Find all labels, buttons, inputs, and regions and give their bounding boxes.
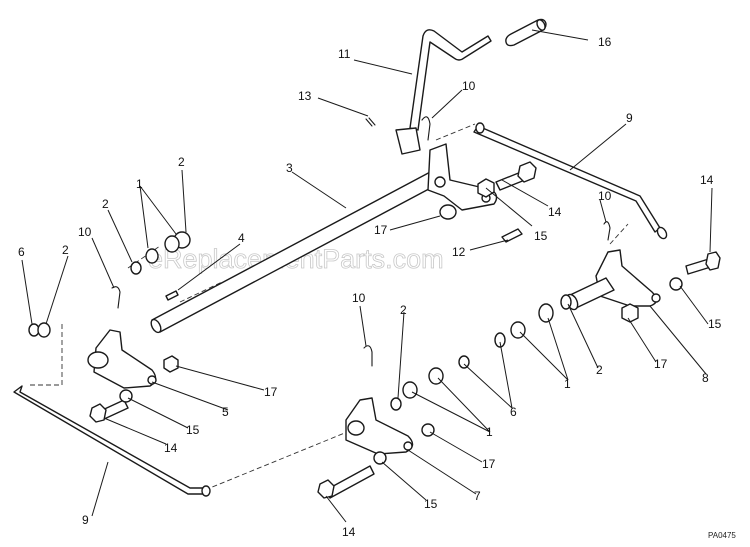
callout-3: 3 bbox=[286, 161, 293, 175]
callout-10: 10 bbox=[462, 79, 476, 93]
callout-16: 16 bbox=[598, 35, 612, 49]
left-upper-washers bbox=[130, 231, 191, 275]
callout-15: 15 bbox=[424, 497, 438, 511]
callout-13: 13 bbox=[298, 89, 312, 103]
callout-1: 1 bbox=[564, 377, 571, 391]
lever-grip-part-16 bbox=[505, 18, 547, 47]
callout-14: 14 bbox=[548, 205, 562, 219]
left-bolt-hardware bbox=[89, 389, 133, 423]
bracket-part-5 bbox=[87, 329, 179, 389]
callout-9: 9 bbox=[82, 513, 89, 527]
callout-1: 1 bbox=[136, 177, 143, 191]
callout-15: 15 bbox=[534, 229, 548, 243]
callout-11: 11 bbox=[338, 47, 351, 61]
lift-rod-part-9-upper bbox=[473, 122, 668, 240]
leader-lines bbox=[21, 29, 713, 523]
callout-9: 9 bbox=[626, 111, 633, 125]
shaft-bracket-upper bbox=[427, 143, 498, 211]
callout-2: 2 bbox=[178, 155, 185, 169]
drawing-code: PA0475 bbox=[708, 531, 736, 540]
callout-6: 6 bbox=[18, 245, 25, 259]
callout-15: 15 bbox=[708, 317, 722, 331]
callout-1: 1 bbox=[486, 425, 493, 439]
left-end-washers bbox=[28, 322, 51, 338]
callout-4: 4 bbox=[238, 231, 245, 245]
shift-lever-part-11 bbox=[395, 29, 492, 155]
callout-17: 17 bbox=[264, 385, 278, 399]
callout-17: 17 bbox=[482, 457, 496, 471]
callout-14: 14 bbox=[164, 441, 178, 455]
callout-7: 7 bbox=[474, 489, 481, 503]
bracket-part-7 bbox=[345, 397, 414, 455]
callout-2: 2 bbox=[62, 243, 69, 257]
key-part-4 bbox=[165, 290, 179, 301]
callouts: 16 11 10 13 9 3 2 1 2 14 10 14 17 15 4 1… bbox=[18, 35, 722, 539]
callout-10: 10 bbox=[598, 189, 612, 203]
callout-10: 10 bbox=[352, 291, 366, 305]
callout-14: 14 bbox=[700, 173, 714, 187]
cotter-pin-part-13 bbox=[365, 117, 376, 127]
right-hardware bbox=[621, 251, 721, 323]
lower-center-washers bbox=[390, 355, 470, 437]
callout-2: 2 bbox=[102, 197, 109, 211]
callout-2: 2 bbox=[400, 303, 407, 317]
callout-8: 8 bbox=[702, 371, 709, 385]
callout-12: 12 bbox=[452, 245, 466, 259]
callout-10: 10 bbox=[78, 225, 92, 239]
cross-shaft-part-3 bbox=[150, 169, 443, 334]
callout-17: 17 bbox=[374, 223, 388, 237]
callout-15: 15 bbox=[186, 423, 200, 437]
lower-bolt-hardware bbox=[317, 451, 387, 499]
callout-17: 17 bbox=[654, 357, 668, 371]
callout-14: 14 bbox=[342, 525, 356, 539]
callout-5: 5 bbox=[222, 405, 229, 419]
callout-2: 2 bbox=[596, 363, 603, 377]
lift-rod-part-9-lower bbox=[13, 385, 211, 497]
bracket-part-8 bbox=[565, 249, 661, 311]
callout-6: 6 bbox=[510, 405, 517, 419]
center-washer-stack bbox=[494, 294, 572, 348]
